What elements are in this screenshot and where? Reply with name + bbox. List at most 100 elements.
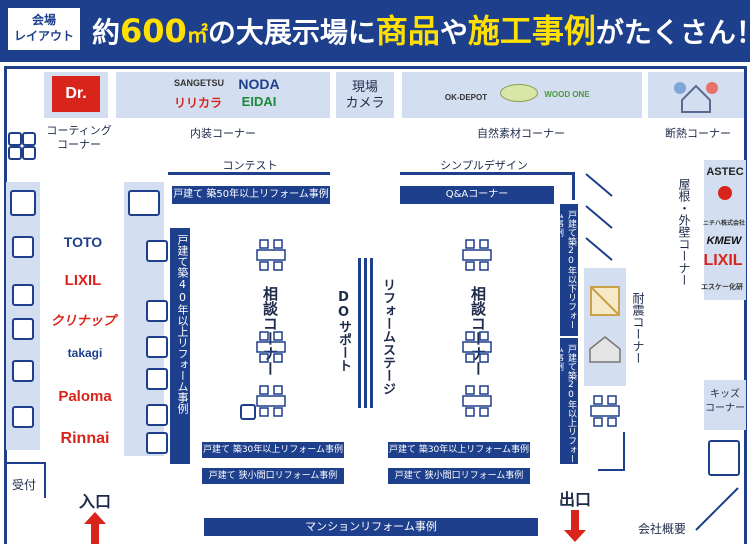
- kids-play-icon: [708, 440, 740, 476]
- simple-wall: [400, 172, 574, 175]
- sangetsu-logo: SANGETSU: [173, 78, 224, 88]
- entrance-arrow-icon: [84, 512, 106, 544]
- narrow-left-panel: 戸建て 狭小間口リフォーム事例: [202, 468, 344, 484]
- cleanup-logo: クリナップ: [50, 313, 116, 328]
- house30-left-panel: 戸建て 築30年以上リフォーム事例: [202, 442, 344, 458]
- stove-icon: [146, 336, 168, 358]
- interior-corner-label: 内装コーナー: [190, 127, 256, 140]
- house-icon: [589, 336, 621, 363]
- headline: 約600㎡の大展示場に商品や施工事例がたくさん！: [92, 9, 750, 53]
- contest-wall: [168, 172, 330, 175]
- mansion-panel: マンションリフォーム事例: [204, 518, 538, 536]
- headline-cases: 施工事例: [467, 12, 596, 50]
- bracket-wall-icon: [598, 432, 625, 471]
- frame-icon: [590, 286, 620, 316]
- contest-label: コンテスト: [222, 159, 278, 172]
- kmew-logo: KMEW: [706, 235, 742, 247]
- reception-line: [44, 462, 46, 498]
- sk-logo: エスケー化研: [701, 284, 743, 291]
- interior-booth: [116, 72, 330, 118]
- kids-corner-label: キッズ コーナー: [705, 389, 745, 414]
- exit-arrow-icon: [564, 510, 586, 542]
- house50-panel: 戸建て 築50年以上リフォーム事例: [172, 186, 330, 204]
- header-banner: [0, 0, 750, 62]
- roof-corner-label: 屋根・外壁コーナー: [677, 178, 691, 286]
- headline-many: がたくさん！: [595, 16, 750, 49]
- diagonal-wall-icon: [585, 173, 613, 261]
- badge-line-1: 会場: [31, 13, 56, 27]
- noda-logo: NODA: [238, 76, 280, 92]
- reception-label: 受付: [11, 478, 36, 492]
- takagi-logo: takagi: [67, 346, 103, 360]
- stove-icon: [146, 300, 168, 322]
- stove-icon: [146, 368, 168, 390]
- toilet-icon: [146, 404, 168, 426]
- toilet-icon: [12, 406, 34, 428]
- dr-logo: Dr.: [52, 76, 100, 112]
- fixture-icon: [22, 146, 36, 160]
- stage-wall: [364, 258, 367, 408]
- insulation-booth: [648, 72, 744, 118]
- do-support-label: DOサポート: [336, 290, 351, 372]
- house20-above-panel: 戸建て築20年以上リフォーム事例: [553, 338, 578, 464]
- eidai-logo: EIDAI: [241, 94, 277, 109]
- rilika-logo: リリカラ: [173, 96, 222, 110]
- sink-icon: [12, 236, 34, 258]
- seismic-corner-label: 耐震コーナー: [631, 292, 645, 364]
- headline-area-unit: ㎡: [186, 23, 208, 47]
- toilet-icon: [146, 432, 168, 454]
- toto-logo: TOTO: [63, 234, 103, 250]
- stove-icon: [12, 284, 34, 306]
- house40-panel: 戸建て築40年以上リフォーム事例: [170, 228, 190, 464]
- bathtub-icon: [128, 190, 160, 216]
- house30-right-panel: 戸建て 築30年以上リフォーム事例: [388, 442, 530, 458]
- paloma-logo: Paloma: [58, 388, 112, 405]
- badge-line-2: レイアウト: [13, 29, 74, 43]
- entrance-label: 入口: [78, 492, 111, 511]
- table-set-icon: [462, 239, 492, 271]
- fixture-icon: [8, 132, 22, 146]
- narrow-right-panel: 戸建て 狭小間口リフォーム事例: [388, 468, 530, 484]
- fixture-icon: [22, 132, 36, 146]
- exit-label: 出口: [558, 490, 591, 509]
- fixture-icon: [8, 146, 22, 160]
- house20-below-panel: 戸建て築20年以下リフォーム事例: [553, 204, 578, 336]
- headline-about: 約: [92, 16, 121, 49]
- table-set-icon: [256, 385, 286, 417]
- sink-icon: [146, 240, 168, 262]
- stage-wall: [358, 258, 361, 408]
- rinnai-logo: Rinnai: [60, 430, 110, 447]
- headline-venue: の大展示場に: [207, 16, 376, 49]
- table-set-icon: [256, 331, 286, 363]
- company-profile-label: 会社概要: [637, 522, 686, 536]
- insulation-corner-label: 断熱コーナー: [665, 127, 731, 140]
- stove-icon: [12, 318, 34, 340]
- coating-corner-label: コーティング コーナー: [46, 124, 112, 151]
- table-set-icon: [462, 331, 492, 363]
- okdepot-logo: OK-DEPOT: [444, 93, 488, 102]
- camera-booth: [336, 72, 394, 118]
- heater-icon: [12, 360, 34, 382]
- headline-area-number: 600: [120, 12, 187, 50]
- reception-line: [4, 462, 46, 464]
- headline-products: 商品: [375, 12, 440, 50]
- venue-layout-badge: 会場 レイアウト: [8, 8, 80, 50]
- lixil-logo-left: LIXIL: [64, 272, 102, 289]
- astec-logo: ASTEC: [706, 166, 744, 178]
- stage-wall: [370, 258, 373, 408]
- table-set-icon: [462, 385, 492, 417]
- table-set-icon: [256, 239, 286, 271]
- nichiha-logo: ニチハ株式会社: [702, 221, 745, 227]
- reform-stage-label: リフォームステージ: [380, 278, 395, 395]
- woodone-logo: WOOD ONE: [544, 90, 590, 99]
- leaf-logo-icon: [500, 84, 538, 102]
- qa-panel: Q&Aコーナー: [400, 186, 554, 204]
- camera-label: 現場 カメラ: [345, 80, 385, 111]
- lixil-logo-right: LIXIL: [703, 252, 743, 269]
- simple-design-label: シンプルデザイン: [440, 159, 528, 172]
- chair-icon: [240, 404, 256, 420]
- left-wall-booth: [6, 182, 40, 450]
- table-set-icon: [590, 395, 620, 427]
- astec-mark-icon: [718, 186, 732, 200]
- roof-booth: [704, 160, 746, 300]
